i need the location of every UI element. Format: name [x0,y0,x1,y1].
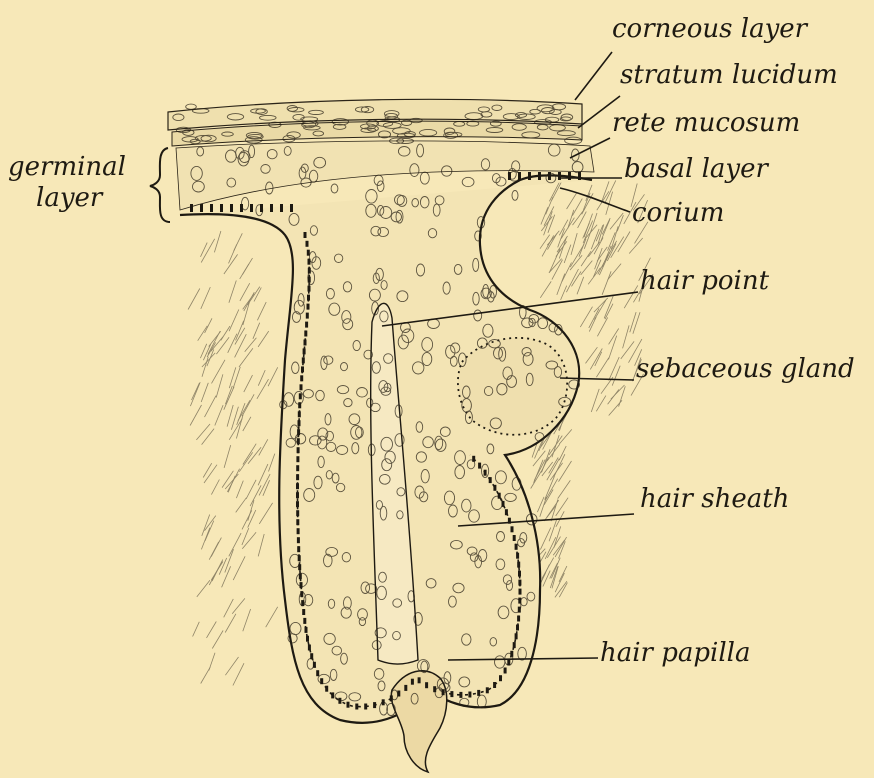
germinal-layer-brace [150,148,170,222]
sebaceous-gland-outline [458,338,567,435]
label-corneous-layer: corneous layer [612,16,807,42]
label-stratum-lucidum: stratum lucidum [620,62,838,88]
label-germinal-layer: germinal layer [8,152,126,214]
leader-corneous-layer [575,52,612,100]
leader-corium [560,188,630,212]
label-hair-sheath: hair sheath [640,486,789,512]
label-germinal-layer-line2: layer [8,183,126,214]
label-rete-mucosum: rete mucosum [612,110,800,136]
label-germinal-layer-line1: germinal [8,152,126,183]
label-corium: corium [632,200,724,226]
label-sebaceous-gland: sebaceous gland [636,356,855,382]
hair-papilla-shape [391,671,446,772]
label-basal-layer: basal layer [624,156,768,182]
label-hair-point: hair point [640,268,769,294]
label-hair-papilla: hair papilla [600,640,751,666]
